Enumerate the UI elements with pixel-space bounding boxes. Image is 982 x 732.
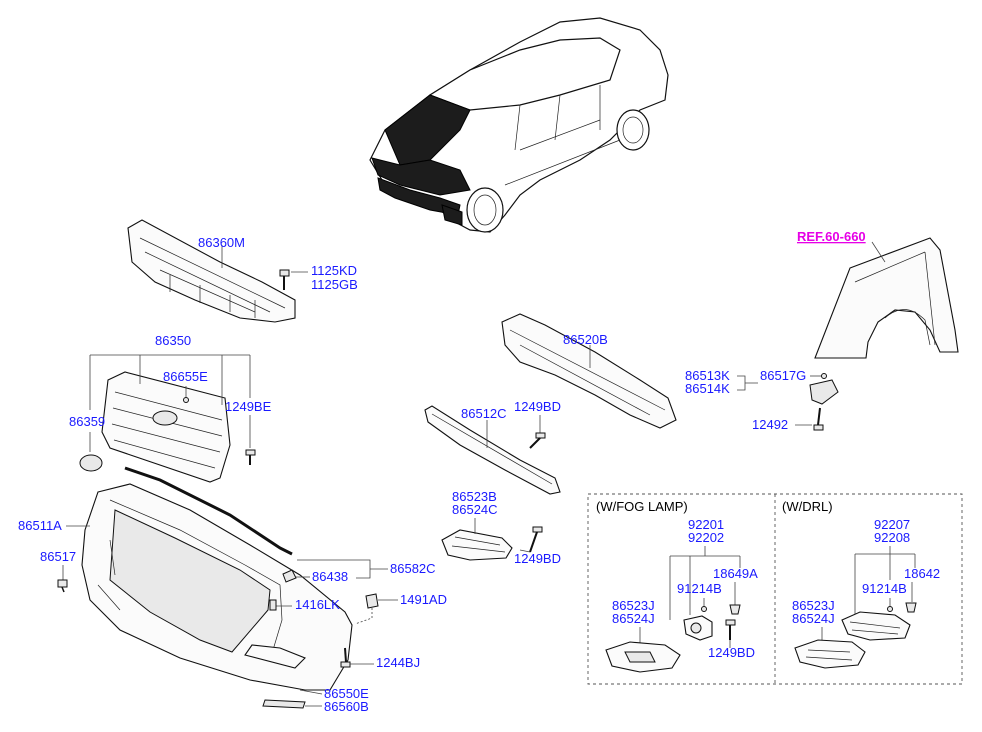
label-86524J-a[interactable]: 86524J (612, 611, 655, 626)
bolt-1125KD-icon (279, 269, 290, 290)
label-86360M[interactable]: 86360M (198, 235, 245, 250)
part-86360M-shape (127, 219, 296, 323)
label-18649A[interactable]: 18649A (713, 566, 758, 581)
label-1244BJ[interactable]: 1244BJ (376, 655, 420, 670)
bolt-1249BD-c-icon (725, 619, 736, 640)
label-86438[interactable]: 86438 (312, 569, 348, 584)
clip-86438-icon (282, 569, 297, 583)
label-91214B-b[interactable]: 91214B (862, 581, 907, 596)
nut-1416LK-icon (269, 599, 277, 611)
label-92202[interactable]: 92202 (688, 530, 724, 545)
label-1249BD-c[interactable]: 1249BD (708, 645, 755, 660)
part-86512C-beam (424, 405, 561, 495)
label-1249BD-a[interactable]: 1249BD (514, 399, 561, 414)
fog-lamp-icon (683, 615, 713, 641)
label-1249BD-b[interactable]: 1249BD (514, 551, 561, 566)
strip-86582C (124, 466, 293, 556)
car-illustration (369, 17, 669, 233)
drl-title: (W/DRL) (782, 499, 833, 514)
label-86560B[interactable]: 86560B (324, 699, 369, 714)
label-1249BE[interactable]: 1249BE (225, 399, 272, 414)
label-86513K[interactable]: 86513K (685, 368, 730, 383)
label-86512C[interactable]: 86512C (461, 406, 507, 421)
label-86517G[interactable]: 86517G (760, 368, 806, 383)
label-86523B[interactable]: 86523B (452, 489, 497, 504)
label-86582C[interactable]: 86582C (390, 561, 436, 576)
part-86523B-cover (441, 529, 513, 561)
label-18642[interactable]: 18642 (904, 566, 940, 581)
label-92208[interactable]: 92208 (874, 530, 910, 545)
bolt-1249BE-icon (245, 449, 256, 465)
fender (814, 237, 959, 359)
bulb-18642-icon (905, 602, 917, 613)
label-91214B-a[interactable]: 91214B (677, 581, 722, 596)
label-92201[interactable]: 92201 (688, 517, 724, 532)
part-86520B-absorber (501, 313, 677, 429)
reflector-86550E-icon (262, 699, 306, 709)
clip-1491AD-icon (365, 593, 379, 609)
bulb-18649A-icon (729, 604, 741, 615)
label-12492[interactable]: 12492 (752, 417, 788, 432)
label-86655E[interactable]: 86655E (163, 369, 208, 384)
label-86517[interactable]: 86517 (40, 549, 76, 564)
bracket-86513K-icon (809, 379, 839, 405)
ref-label[interactable]: REF.60-660 (797, 229, 866, 244)
bolt-1249BD-b-icon (529, 526, 543, 553)
drl-cover-icon (794, 639, 866, 669)
fog-cover-icon (605, 641, 681, 673)
label-86523J-a[interactable]: 86523J (612, 598, 655, 613)
label-86524J-b[interactable]: 86524J (792, 611, 835, 626)
fog-lamp-title: (W/FOG LAMP) (596, 499, 688, 514)
label-86524C[interactable]: 86524C (452, 502, 498, 517)
label-1491AD[interactable]: 1491AD (400, 592, 447, 607)
part-86511A-bumper (81, 483, 353, 691)
label-1416LK[interactable]: 1416LK (295, 597, 340, 612)
part-86350-grille (101, 371, 231, 483)
label-86511A[interactable]: 86511A (18, 518, 62, 533)
label-92207[interactable]: 92207 (874, 517, 910, 532)
bolt-12492-icon (813, 407, 824, 431)
clip-86517-icon (57, 579, 68, 593)
label-86514K[interactable]: 86514K (685, 381, 730, 396)
drl-lamp-icon (841, 611, 911, 641)
label-86550E[interactable]: 86550E (324, 686, 369, 701)
label-86520B[interactable]: 86520B (563, 332, 608, 347)
label-1125GB[interactable]: 1125GB (311, 277, 358, 292)
label-86350[interactable]: 86350 (155, 333, 191, 348)
bolt-1249BD-a-icon (529, 432, 546, 449)
screw-1244BJ-icon (340, 647, 351, 668)
label-86359[interactable]: 86359 (69, 414, 105, 429)
emblem-86359-icon (79, 454, 103, 472)
label-1125KD[interactable]: 1125KD (311, 263, 357, 278)
label-86523J-b[interactable]: 86523J (792, 598, 835, 613)
